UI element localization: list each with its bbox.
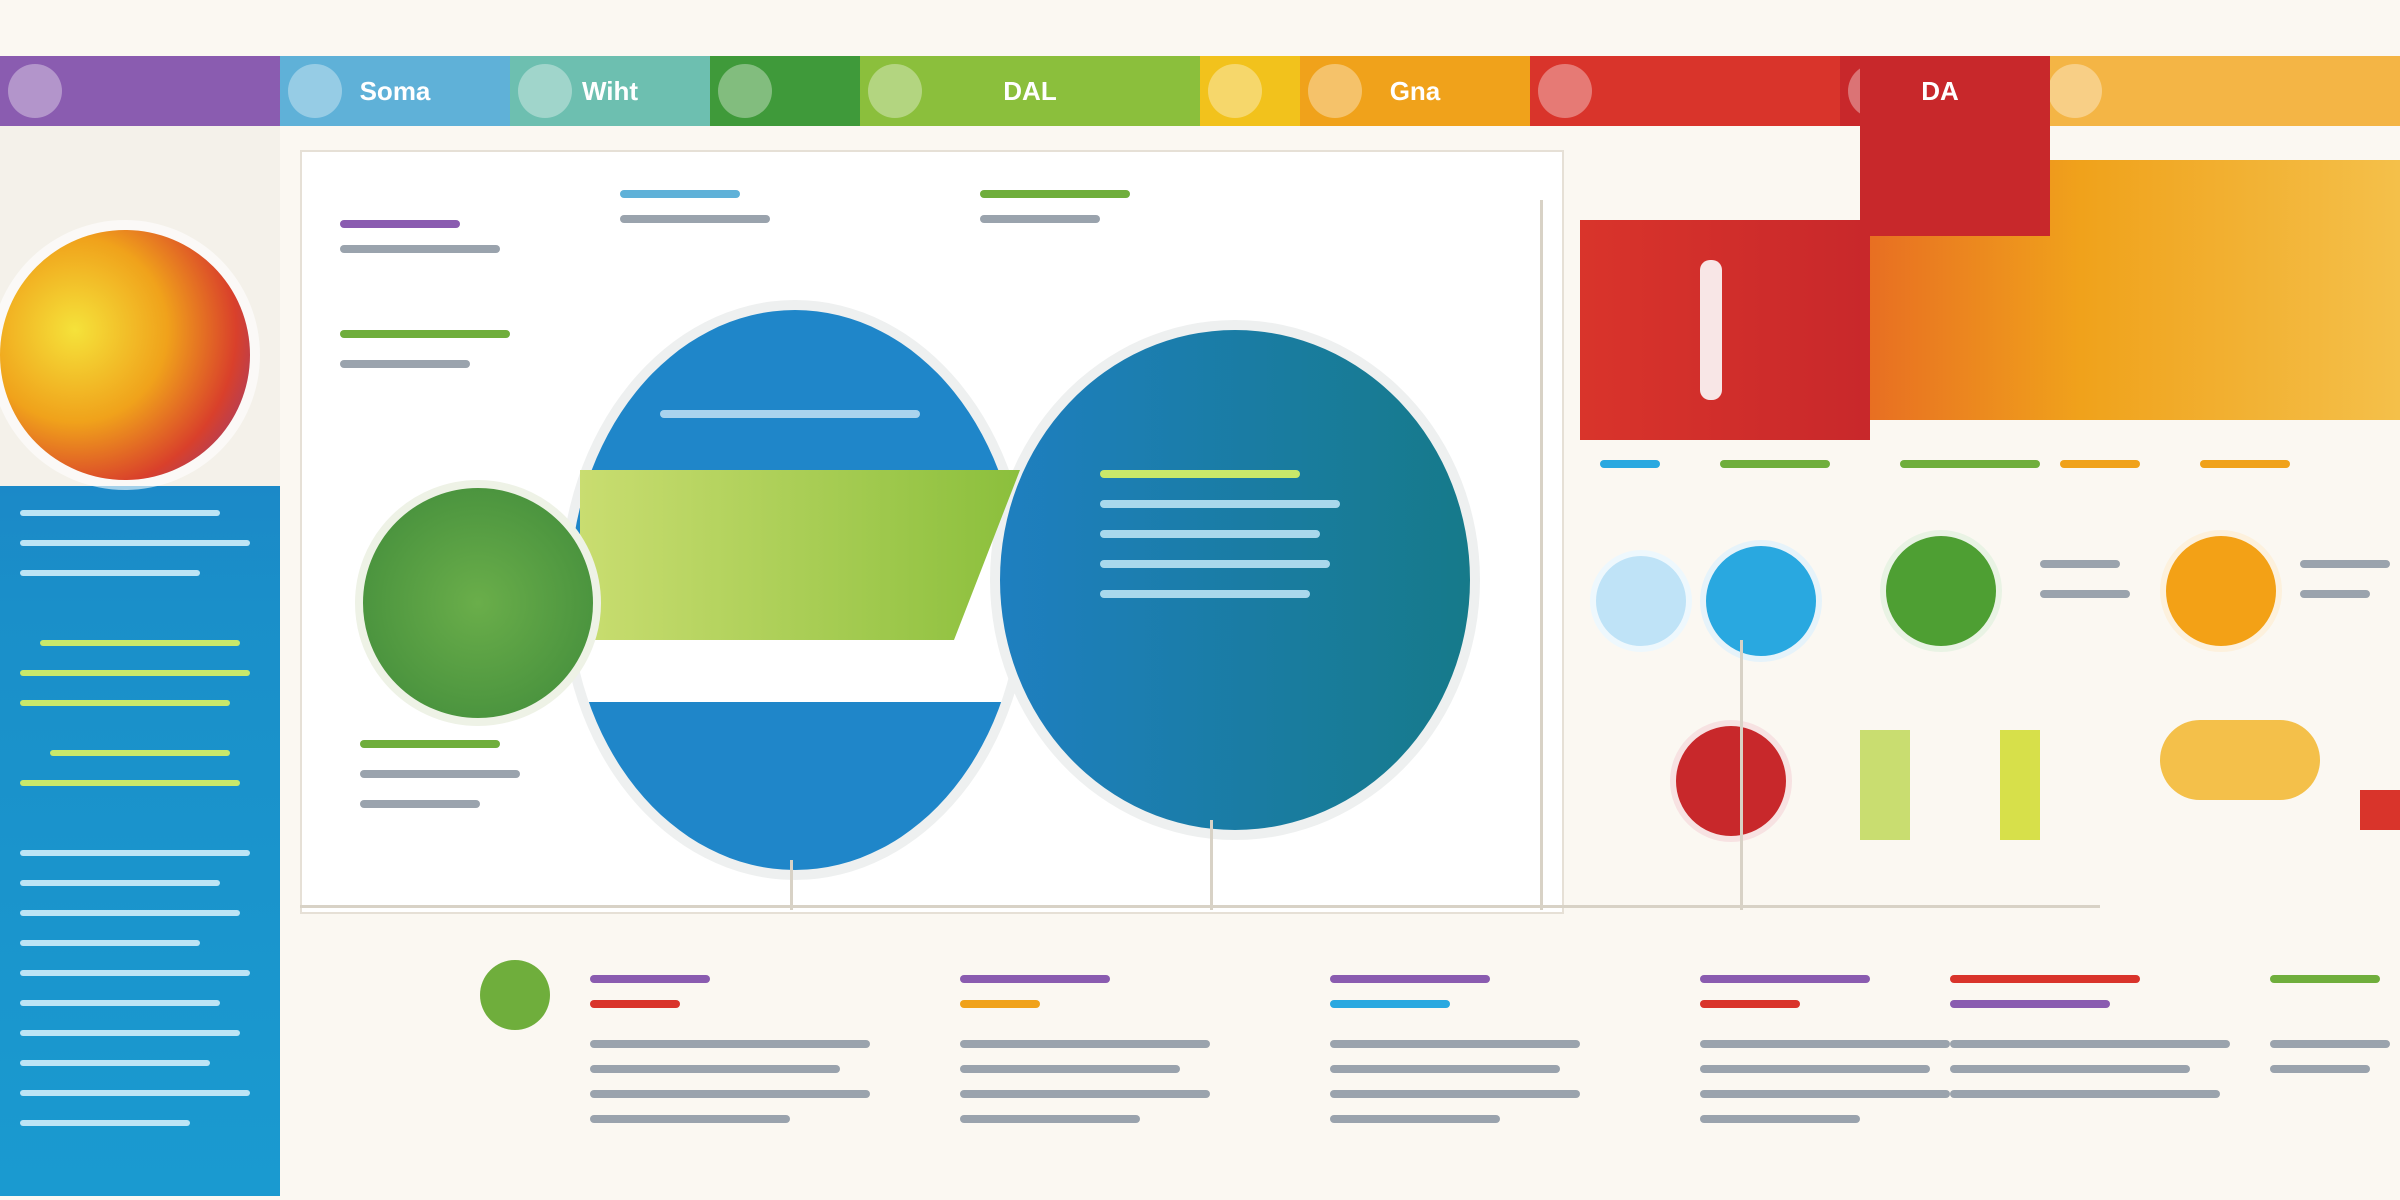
tab-dal[interactable]: DAL (860, 56, 1200, 126)
tab-yellow[interactable] (1200, 56, 1300, 126)
red-banner (1580, 220, 1870, 440)
teal-circle-right (990, 320, 1480, 840)
red-node (1670, 720, 1792, 842)
tab-green[interactable] (710, 56, 860, 126)
left-panel-text-lines (20, 510, 260, 1170)
yellow-tag (2000, 730, 2040, 840)
tab-orange[interactable] (2040, 56, 2400, 126)
blue-node (1700, 540, 1822, 662)
globe-icon (0, 230, 250, 480)
tab-wiht[interactable]: Wiht (510, 56, 710, 126)
red-tab-drop (1860, 56, 2050, 236)
tab-red[interactable] (1530, 56, 1840, 126)
green-tag (1860, 730, 1910, 840)
tab-purple[interactable] (0, 56, 280, 126)
red-arrow (2360, 790, 2400, 830)
orange-arrow-cluster (2160, 720, 2320, 800)
pin-icon (1700, 260, 1722, 400)
green-circle-node (355, 480, 601, 726)
orange-node (2160, 530, 2282, 652)
bottom-sections (300, 960, 2400, 1180)
green-bottom-icon (480, 960, 550, 1030)
green-node (1880, 530, 2002, 652)
tab-soma[interactable]: Soma (280, 56, 510, 126)
light-blue-node (1590, 550, 1692, 652)
green-band (580, 470, 1020, 640)
tab-gna[interactable]: Gna (1300, 56, 1530, 126)
